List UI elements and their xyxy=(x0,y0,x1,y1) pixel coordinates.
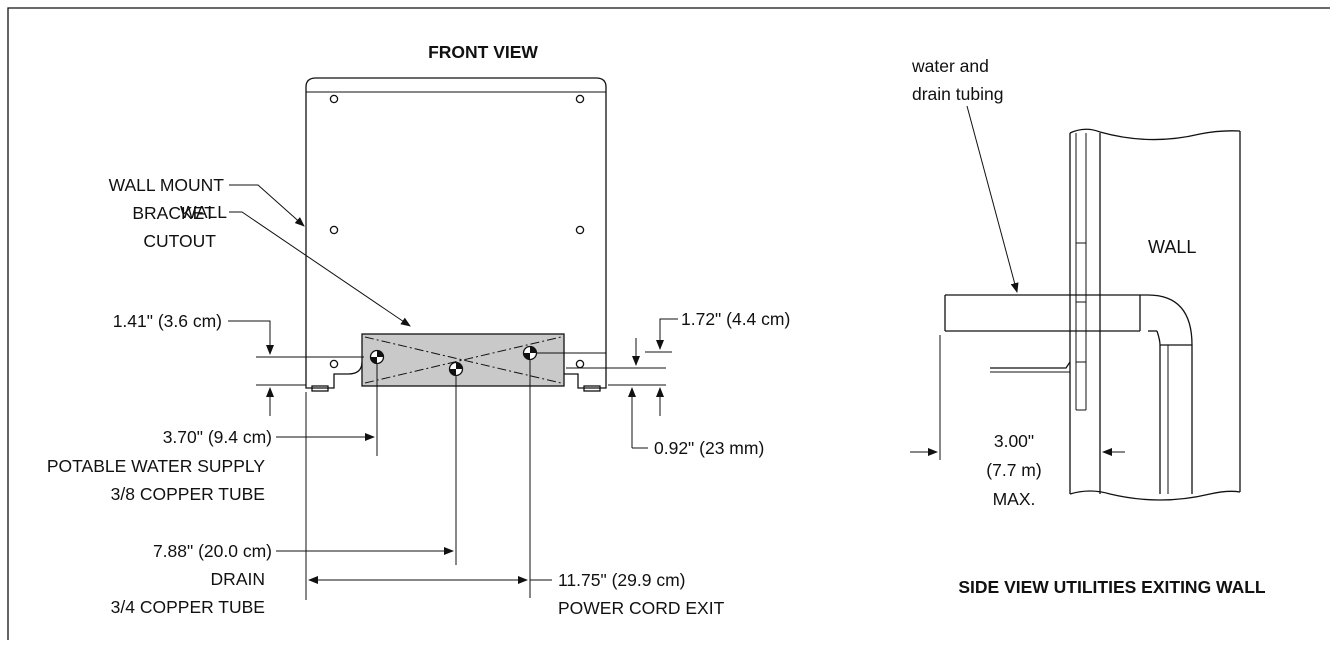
power-label-1: POWER CORD EXIT xyxy=(558,598,725,618)
side-wall xyxy=(1069,128,1241,501)
bracket-leader-arrow xyxy=(229,184,305,227)
water-supply-label-2: 3/8 COPPER TUBE xyxy=(111,484,265,504)
power-cord-center-icon xyxy=(522,345,538,361)
left-height-dimension xyxy=(228,320,364,416)
right-bottom-dim-label: 0.92" (23 mm) xyxy=(654,438,764,458)
water-supply-dim-label: 3.70" (9.4 cm) xyxy=(163,427,272,447)
max-depth-dimension xyxy=(910,335,1125,460)
drain-dim-label: 7.88" (20.0 cm) xyxy=(153,541,272,561)
utility-tubing xyxy=(944,294,1193,494)
wall-cutout xyxy=(361,333,565,387)
left-height-dim-label: 1.41" (3.6 cm) xyxy=(113,311,222,331)
max-dim-label-2: (7.7 m) xyxy=(986,460,1041,480)
wall-mount-bracket-label-1: WALL MOUNT xyxy=(109,175,225,195)
wall-label: WALL xyxy=(1148,237,1196,257)
water-supply-center-icon xyxy=(369,349,385,365)
drain-center-icon xyxy=(448,361,464,377)
tubing-leader-arrow xyxy=(966,105,1019,293)
side-view-title: SIDE VIEW UTILITIES EXITING WALL xyxy=(958,577,1266,597)
water-supply-label-1: POTABLE WATER SUPPLY xyxy=(47,456,265,476)
cutout-leader-arrow xyxy=(229,211,411,327)
tubing-label-2: drain tubing xyxy=(912,84,1003,104)
drain-label-1: DRAIN xyxy=(211,569,265,589)
max-dim-label-3: MAX. xyxy=(993,489,1036,509)
max-dim-label-1: 3.00" xyxy=(994,431,1034,451)
page-border xyxy=(7,7,1330,640)
right-height-dimension xyxy=(536,318,678,449)
front-view-title: FRONT VIEW xyxy=(428,42,538,62)
drain-label-2: 3/4 COPPER TUBE xyxy=(111,597,265,617)
tubing-label-1: water and xyxy=(911,56,989,76)
right-height-dim-label: 1.72" (4.4 cm) xyxy=(681,309,790,329)
wall-mount-bracket-label-2: BRACKET xyxy=(132,203,215,223)
wall-cutout-label-1: WALL xyxy=(180,202,227,222)
wall-cutout-label-2: CUTOUT xyxy=(143,231,216,251)
power-dim-label: 11.75" (29.9 cm) xyxy=(558,570,685,590)
